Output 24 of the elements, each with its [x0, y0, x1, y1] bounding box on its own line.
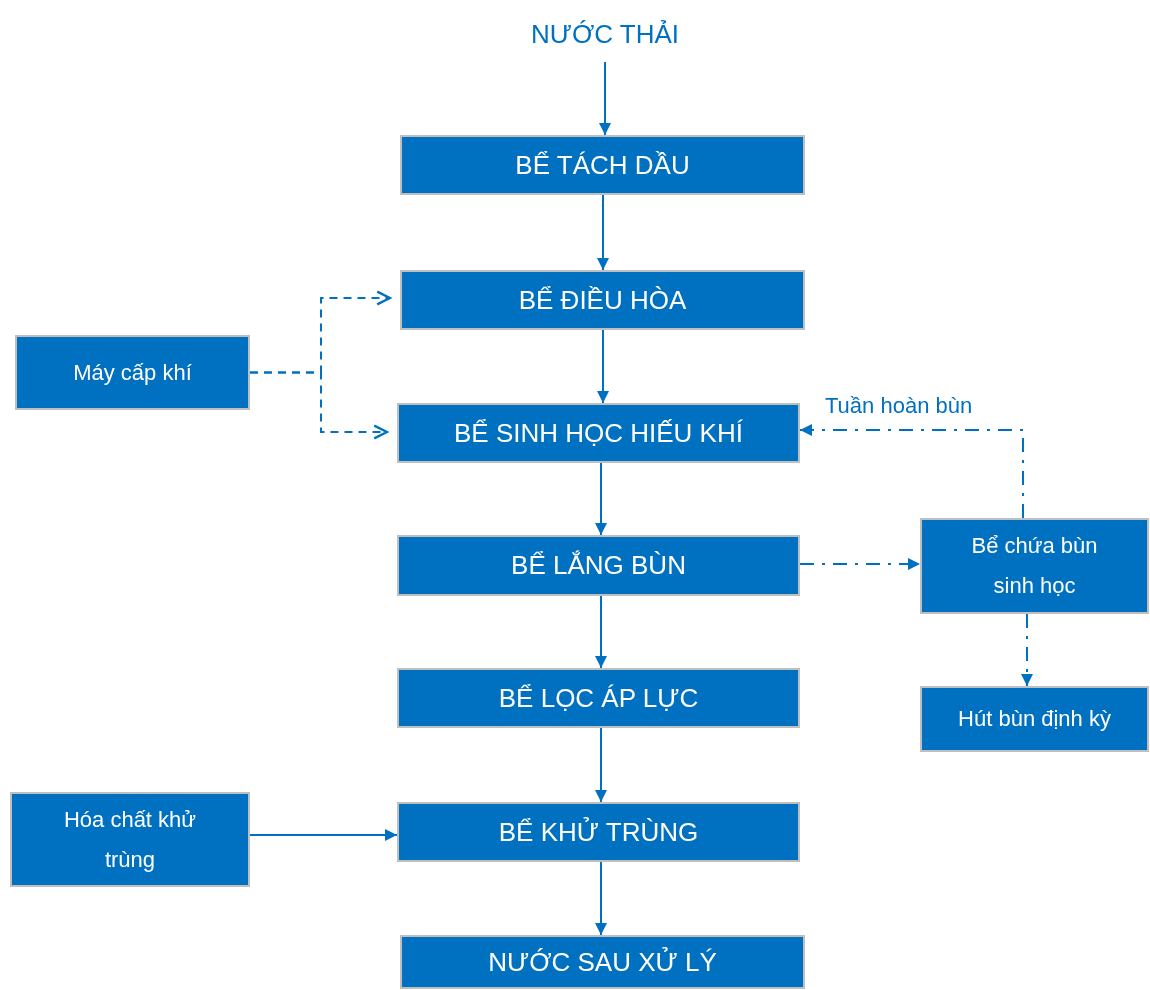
- input-box: Máy cấp khí: [15, 335, 250, 410]
- arrow: [595, 861, 607, 936]
- arrow: [249, 371, 389, 440]
- arrow: [799, 424, 1024, 519]
- process-box: BỂ LỌC ÁP LỰC: [397, 668, 800, 728]
- input-box: Hóa chất khử trùng: [10, 792, 250, 887]
- arrow: [595, 727, 607, 803]
- arrow: [249, 829, 398, 841]
- flow-label: NƯỚC THẢI: [505, 14, 705, 54]
- process-box: BỂ KHỬ TRÙNG: [397, 802, 800, 862]
- process-box: BỂ ĐIỀU HÒA: [400, 270, 805, 330]
- arrow: [599, 61, 611, 136]
- arrow: [595, 462, 607, 536]
- process-box: BỂ SINH HỌC HIẾU KHÍ: [397, 403, 800, 463]
- input-box: Hút bùn định kỳ: [920, 686, 1149, 752]
- input-box: Bể chứa bùn sinh học: [920, 518, 1149, 614]
- process-box: BỂ TÁCH DẦU: [400, 135, 805, 195]
- arrow: [597, 194, 609, 271]
- process-box: NƯỚC SAU XỬ LÝ: [400, 935, 805, 989]
- arrow: [597, 329, 609, 404]
- arrow: [595, 595, 607, 669]
- arrow: [799, 558, 921, 570]
- arrow: [1021, 613, 1033, 687]
- process-box: BỂ LẮNG BÙN: [397, 535, 800, 596]
